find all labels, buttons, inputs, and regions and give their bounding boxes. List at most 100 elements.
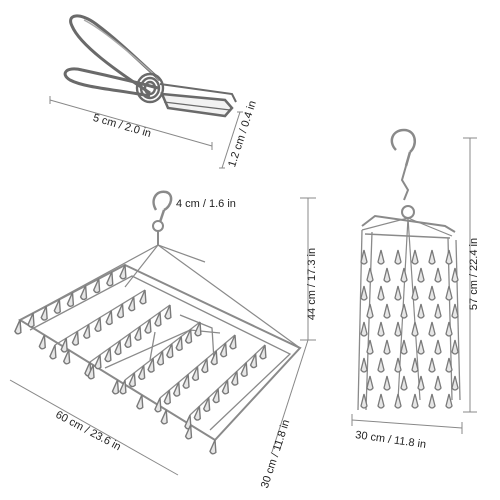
peg-icon [445, 357, 453, 373]
peg-icon [137, 365, 146, 380]
peg-icon [377, 285, 385, 301]
peg-icon [417, 375, 425, 391]
peg-icon [66, 292, 75, 307]
peg-icon [229, 334, 237, 350]
peg-icon [400, 375, 408, 391]
peg-icon [394, 321, 402, 337]
peg-icon [82, 324, 91, 339]
peg-icon [394, 249, 402, 265]
peg-icon [106, 271, 114, 287]
rack-height-label: 44 cm / 17.3 in [306, 247, 319, 321]
peg-icon [249, 353, 258, 369]
peg-icon [428, 357, 436, 373]
peg-icon [219, 342, 228, 358]
peg-icon [182, 374, 190, 389]
peg-icon [166, 343, 174, 359]
peg-icon [411, 357, 419, 373]
peg-icon [154, 397, 162, 413]
peg-icon [417, 339, 425, 355]
peg-icon [175, 336, 183, 351]
rack-dimension-lines [9, 197, 316, 476]
peg-icon [400, 267, 408, 283]
peg-icon [147, 357, 155, 373]
peg-icon [119, 264, 127, 280]
peg-icon [445, 249, 453, 265]
peg-icon [231, 370, 239, 386]
peg-icon [184, 328, 193, 344]
folded-dimension-lines [351, 137, 477, 434]
peg-icon [94, 354, 102, 370]
clip-dimension-lines [49, 96, 243, 169]
peg-icon [53, 299, 61, 314]
peg-icon [40, 305, 48, 321]
peg-icon [417, 267, 425, 283]
peg-icon [62, 349, 71, 365]
peg-icon [160, 409, 168, 425]
peg-icon [14, 319, 22, 335]
peg-icon [164, 304, 172, 320]
folded-rack-icon [357, 128, 461, 411]
peg-icon [202, 397, 211, 412]
peg-icon [383, 375, 391, 391]
peg-icon [156, 350, 165, 366]
peg-icon [366, 375, 374, 391]
peg-icon [394, 357, 402, 373]
peg-icon [417, 303, 425, 319]
peg-icon [360, 285, 368, 301]
peg-icon [428, 321, 436, 337]
peg-icon [451, 339, 459, 355]
peg-icon [394, 393, 402, 409]
peg-icon [194, 321, 202, 337]
clothespin-icon [63, 14, 237, 118]
peg-icon [193, 405, 201, 421]
peg-icon [360, 321, 368, 337]
peg-icon [434, 303, 442, 319]
peg-icon [383, 339, 391, 355]
peg-icon [383, 303, 391, 319]
peg-icon [360, 393, 368, 409]
peg-icon [94, 317, 102, 332]
peg-icon [366, 303, 374, 319]
peg-icon [434, 267, 442, 283]
peg-icon [139, 289, 147, 305]
peg-icon [134, 326, 142, 341]
peg-icon [105, 310, 113, 326]
peg-icon [377, 321, 385, 337]
peg-icon [451, 303, 459, 319]
peg-icon [428, 393, 436, 409]
peg-icon [144, 318, 152, 334]
peg-icon [49, 344, 57, 360]
peg-icon [87, 364, 95, 380]
peg-icon [209, 439, 217, 455]
peg-icon [60, 337, 68, 353]
peg-icon [119, 379, 127, 395]
peg-icon [377, 249, 385, 265]
peg-icon [434, 375, 442, 391]
peg-icon [377, 393, 385, 409]
peg-icon [428, 249, 436, 265]
peg-icon [172, 381, 181, 397]
peg-icon [201, 358, 209, 374]
peg-icon [366, 267, 374, 283]
folded-peg-group [360, 249, 459, 409]
peg-icon [411, 285, 419, 301]
peg-icon [428, 285, 436, 301]
peg-icon [411, 393, 419, 409]
peg-icon [377, 357, 385, 373]
peg-icon [210, 350, 218, 366]
peg-icon [136, 394, 144, 410]
peg-icon [27, 312, 35, 328]
peg-icon [163, 389, 171, 405]
peg-icon [434, 339, 442, 355]
peg-icon [128, 372, 136, 388]
peg-icon [154, 311, 162, 327]
peg-icon [360, 249, 368, 265]
peg-icon [400, 303, 408, 319]
peg-icon [240, 362, 248, 377]
peg-icon [114, 340, 122, 356]
peg-icon [411, 321, 419, 337]
peg-icon [111, 379, 120, 395]
peg-icon [451, 267, 459, 283]
peg-icon [71, 330, 80, 346]
